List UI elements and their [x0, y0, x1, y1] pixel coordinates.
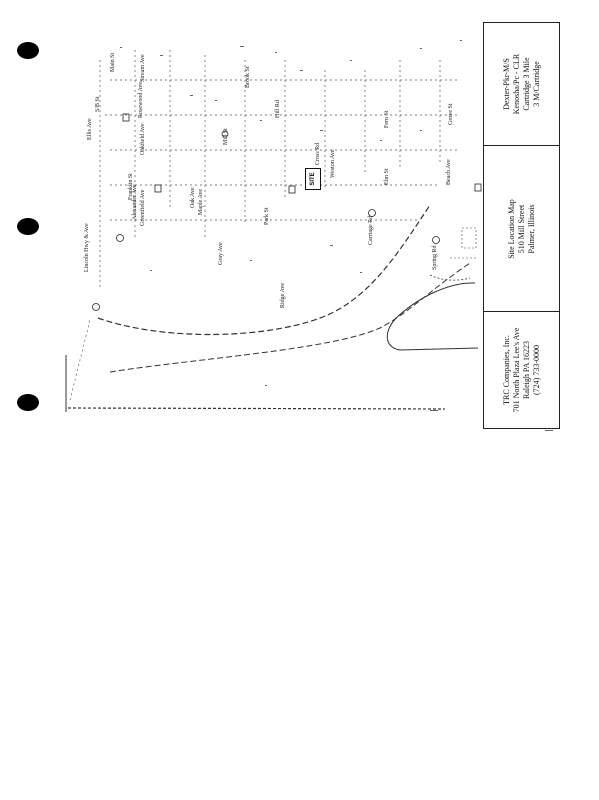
- map-label: Brook St: [245, 66, 251, 88]
- site-marker-label: SITE: [310, 172, 316, 186]
- map-label: Mill St: [223, 128, 229, 145]
- binder-hole-middle: [17, 218, 39, 235]
- consultant-line: Raleigh PA 16223: [521, 341, 531, 399]
- map-label: Maple Ave: [198, 188, 204, 215]
- map-label: Lincoln Hwy & Ave: [84, 223, 90, 272]
- client-line: Dexter-Pkr-M/S: [501, 58, 511, 110]
- map-label: Rosewood Ave: [138, 81, 144, 118]
- map-label: Grove St: [448, 103, 454, 126]
- map-title-cell: Site Location Map 510 Mill Street Palmer…: [484, 145, 559, 311]
- client-line: 3 M/Cartridge: [531, 61, 541, 107]
- map-title-line: Palmer, Illinois: [526, 203, 536, 254]
- consultant-line: (724) 733-0000: [531, 345, 541, 396]
- map-title-line: 510 Mill Street: [516, 204, 526, 253]
- client-info: Dexter-Pkr-M/S Kenosha/Pc - CLR Cartridg…: [502, 54, 542, 114]
- consultant-cell: TRC Companies, Inc. 701 North Plaza Lee'…: [484, 311, 559, 428]
- map-label: Elm St: [384, 168, 390, 185]
- map-label: Cross Rd: [315, 142, 321, 165]
- map-label: Fern St: [384, 110, 390, 128]
- map-label: Beach Ave: [446, 159, 452, 185]
- map-label: Main St: [110, 52, 116, 72]
- map-label: Carriage Rd: [368, 215, 374, 245]
- map-label: Oakfield Ave: [140, 123, 146, 155]
- map-label: Oak Ave: [190, 187, 196, 208]
- client-cell: Dexter-Pkr-M/S Kenosha/Pc - CLR Cartridg…: [484, 23, 559, 145]
- site-marker: SITE: [305, 168, 321, 190]
- map-title: Site Location Map 510 Mill Street Palmer…: [507, 199, 537, 259]
- map-label: Franklin St: [128, 173, 134, 200]
- consultant-line: 701 North Plaza Lee's Ave: [511, 327, 521, 413]
- binder-hole-top: [17, 42, 39, 59]
- client-line: Cartridge 3 Mile: [521, 57, 531, 111]
- map-label: Stream Ave: [140, 54, 146, 82]
- map-label: Spring Rd: [432, 245, 438, 270]
- map-label: Park St: [264, 207, 270, 225]
- map-label: Ellis Ave: [87, 118, 93, 140]
- consultant-info: TRC Companies, Inc. 701 North Plaza Lee'…: [502, 328, 542, 413]
- map-label: Greenfield Ave: [140, 189, 146, 226]
- map-title-line: Site Location Map: [506, 198, 516, 259]
- map-label: Gray Ave: [218, 242, 224, 265]
- map-label: Hill Rd: [275, 100, 281, 118]
- title-block: Dexter-Pkr-M/S Kenosha/Pc - CLR Cartridg…: [483, 22, 560, 429]
- binder-hole-bottom: [17, 394, 39, 411]
- consultant-line: TRC Companies, Inc.: [501, 335, 511, 405]
- map-label: Ridge Ave: [280, 282, 286, 308]
- map-label: S/B St: [95, 96, 101, 112]
- map-label: Weston Ave: [330, 149, 336, 178]
- client-line: Kenosha/Pc - CLR: [511, 53, 521, 115]
